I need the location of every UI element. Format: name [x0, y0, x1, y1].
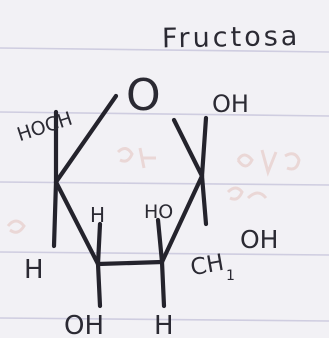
bond-to-ch2oh-right	[199, 173, 209, 227]
bond-to-ho-inner-right	[155, 217, 165, 265]
label-h-left: H	[24, 255, 44, 285]
ring-bond-left-lower	[53, 179, 101, 267]
label-oh-bottom-left: OH	[64, 311, 104, 338]
label-ho-inner-right: HO	[144, 201, 173, 223]
ring-bond-oxygen-left	[53, 93, 119, 185]
label-oh-top-right: OH	[212, 90, 249, 118]
bond-to-h-left	[51, 179, 59, 249]
bond-to-h-inner-left	[95, 221, 103, 267]
bond-to-oh-bottom-left	[95, 261, 103, 309]
title-text: Fructosa	[162, 21, 301, 54]
rule-line	[0, 47, 329, 53]
label-h-bottom-right: H	[154, 311, 174, 338]
label-subscript-2: 1	[226, 268, 235, 284]
label-oh-right: OH	[240, 225, 278, 254]
label-h-inner-left: H	[90, 203, 105, 227]
ring-bond-bottom	[95, 259, 165, 267]
bleed-through-marks	[6, 147, 301, 234]
label-ch2-right: CH	[189, 250, 226, 281]
bond-to-oh-top-right	[199, 115, 209, 179]
ring-bond-oxygen-right	[171, 117, 205, 179]
ring-bond-right-lower	[159, 173, 205, 265]
ring-oxygen-label: O	[126, 70, 161, 121]
label-hoch2: HOCH	[14, 108, 75, 146]
bond-to-h-bottom-right	[159, 259, 167, 309]
rule-line	[0, 317, 329, 322]
